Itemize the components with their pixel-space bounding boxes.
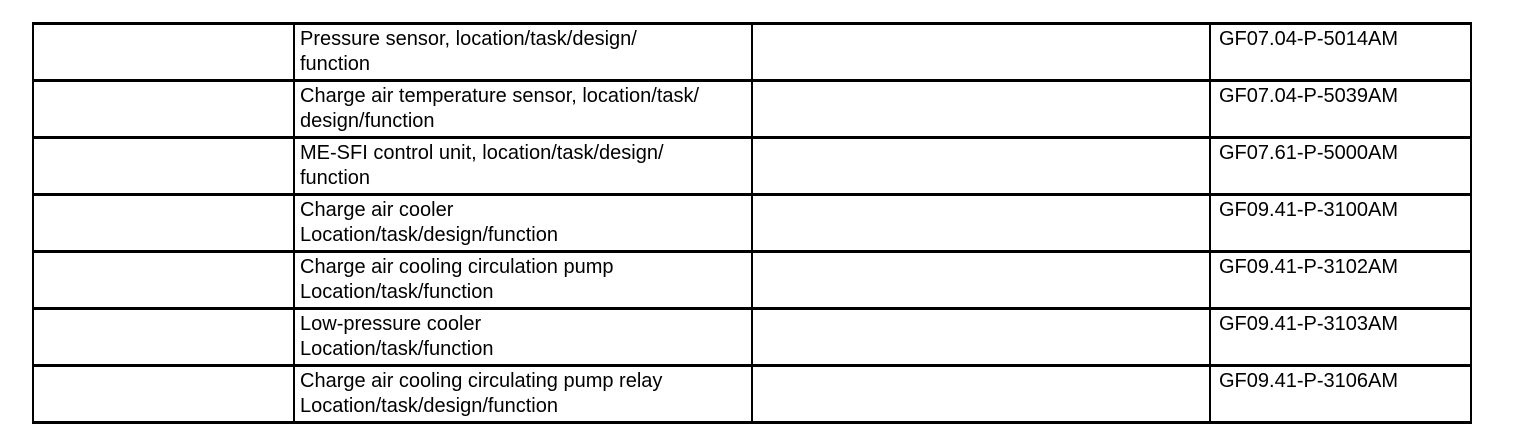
document-code-cell: GF09.41-P-3102AM	[1219, 256, 1398, 278]
description-cell: Charge air temperature sensor, location/…	[295, 82, 753, 136]
description-line: Charge air cooling circulating pump rela…	[300, 370, 663, 392]
empty-cell	[753, 310, 1211, 364]
description-line: Charge air temperature sensor, location/…	[300, 85, 700, 107]
description-line: Location/task/design/function	[300, 395, 558, 417]
description-line: function	[300, 167, 371, 189]
document-code-cell: GF09.41-P-3100AM	[1219, 199, 1398, 221]
table-row: Low-pressure cooler Location/task/functi…	[34, 310, 1470, 367]
description-line: Pressure sensor, location/task/design/	[300, 28, 637, 50]
table-row: Charge air temperature sensor, location/…	[34, 82, 1470, 139]
empty-cell	[753, 253, 1211, 307]
table-row: Pressure sensor, location/task/design/ f…	[34, 25, 1470, 82]
description-line: design/function	[300, 110, 435, 132]
document-code-cell: GF07.61-P-5000AM	[1219, 142, 1398, 164]
document-code-cell: GF07.04-P-5014AM	[1219, 28, 1398, 50]
description-cell: Charge air cooling circulating pump rela…	[295, 367, 753, 421]
empty-cell	[753, 196, 1211, 250]
description-cell: Low-pressure cooler Location/task/functi…	[295, 310, 753, 364]
empty-cell	[34, 253, 295, 307]
description-line: Location/task/function	[300, 281, 494, 303]
document-code-cell: GF07.04-P-5039AM	[1219, 85, 1398, 107]
table-row: Charge air cooling circulating pump rela…	[34, 367, 1470, 421]
description-line: Charge air cooler	[300, 199, 454, 221]
empty-cell	[34, 196, 295, 250]
empty-cell	[753, 25, 1211, 79]
document-code-cell: GF09.41-P-3103AM	[1219, 313, 1398, 335]
service-document-table: Pressure sensor, location/task/design/ f…	[32, 22, 1472, 424]
description-line: ME-SFI control unit, location/task/desig…	[300, 142, 664, 164]
table-row: Charge air cooler Location/task/design/f…	[34, 196, 1470, 253]
description-line: Charge air cooling circulation pump	[300, 256, 614, 278]
description-cell: Pressure sensor, location/task/design/ f…	[295, 25, 753, 79]
table-row: Charge air cooling circulation pump Loca…	[34, 253, 1470, 310]
description-line: Location/task/function	[300, 338, 494, 360]
empty-cell	[34, 367, 295, 421]
empty-cell	[34, 25, 295, 79]
empty-cell	[753, 139, 1211, 193]
description-cell: ME-SFI control unit, location/task/desig…	[295, 139, 753, 193]
description-line: Low-pressure cooler	[300, 313, 482, 335]
empty-cell	[34, 139, 295, 193]
empty-cell	[753, 367, 1211, 421]
empty-cell	[753, 82, 1211, 136]
document-code-cell: GF09.41-P-3106AM	[1219, 370, 1398, 392]
table-row: ME-SFI control unit, location/task/desig…	[34, 139, 1470, 196]
empty-cell	[34, 310, 295, 364]
description-cell: Charge air cooler Location/task/design/f…	[295, 196, 753, 250]
description-cell: Charge air cooling circulation pump Loca…	[295, 253, 753, 307]
description-line: Location/task/design/function	[300, 224, 558, 246]
empty-cell	[34, 82, 295, 136]
description-line: function	[300, 53, 371, 75]
